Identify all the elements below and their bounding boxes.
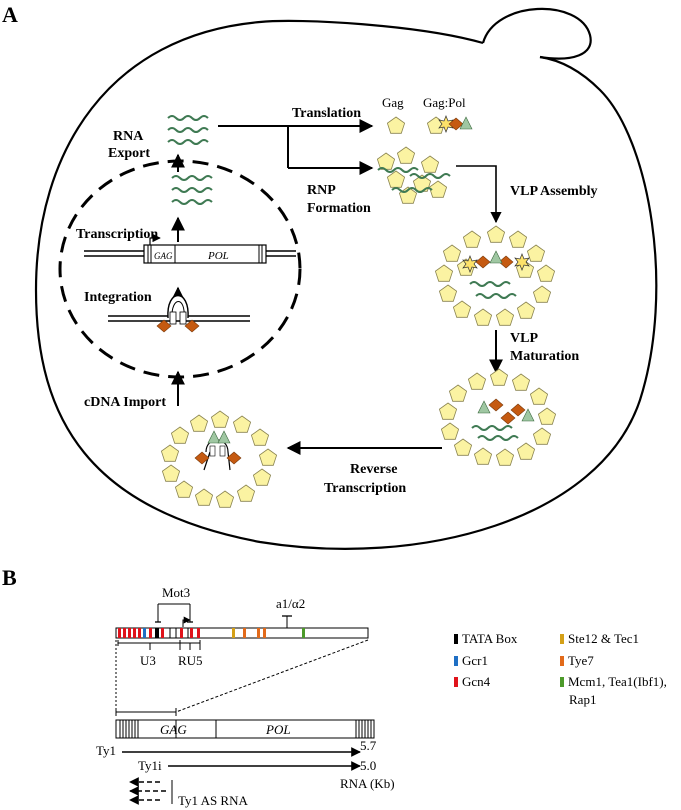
step-translation: Translation xyxy=(292,106,361,121)
zoom-line-right xyxy=(175,639,369,713)
step-vlp-maturation-2: Maturation xyxy=(510,349,579,364)
svg-text:Mcm1, Tea1(Ibf1),: Mcm1, Tea1(Ibf1), xyxy=(568,674,667,689)
mot3-bracket xyxy=(155,603,193,627)
svg-text:Tye7: Tye7 xyxy=(568,653,594,668)
svg-text:TATA Box: TATA Box xyxy=(462,631,518,646)
integration-complex xyxy=(108,294,250,333)
step-integration: Integration xyxy=(84,290,152,305)
rnp-cluster-icon xyxy=(376,146,451,204)
step-cdna-import: cDNA Import xyxy=(84,395,166,410)
translation-rnp-arrows xyxy=(218,119,374,175)
step-vlp-assembly: VLP Assembly xyxy=(510,184,598,199)
u3-ru5-brackets xyxy=(117,640,201,650)
gag-protein-icon xyxy=(386,116,406,134)
gene-pol-label: POL xyxy=(207,250,229,262)
ty1-promoter-region xyxy=(115,627,369,639)
ty1i-transcript-label: Ty1i xyxy=(138,758,162,773)
legend-item-tata-box: TATA Box xyxy=(454,631,518,646)
panel-a-label: A xyxy=(2,2,18,27)
u3-label: U3 xyxy=(140,653,156,668)
ty1i-size-label: 5.0 xyxy=(360,758,376,773)
svg-text:Ste12 & Tec1: Ste12 & Tec1 xyxy=(568,631,639,646)
legend-item-tye7: Tye7 xyxy=(560,653,594,668)
panel-b-label: B xyxy=(2,565,17,590)
step-rna-export-2: Export xyxy=(108,146,150,161)
mot3-label: Mot3 xyxy=(162,585,190,600)
nucleus-dashed-outline xyxy=(58,159,302,379)
legend: TATA Box Gcr1 Gcn4 Ste12 & Tec1 Tye7 Mcm… xyxy=(454,631,667,707)
a1-alpha2-label: a1/α2 xyxy=(276,596,305,611)
mature-vlp-icon xyxy=(438,368,556,466)
step-rnp-1: RNP xyxy=(307,183,336,198)
gagpol-protein-icon xyxy=(426,115,473,134)
a1-alpha2-repressor-mark xyxy=(282,615,292,628)
immature-vlp-icon xyxy=(434,225,555,326)
arrow-vlp-assembly xyxy=(456,165,502,224)
legend-item-rap1: Rap1 xyxy=(569,692,596,707)
antisense-rna-arrows xyxy=(129,777,173,805)
ru5-label: RU5 xyxy=(178,653,203,668)
yeast-cell-outline xyxy=(34,7,658,550)
nuclear-rna-waves xyxy=(171,175,213,205)
gene-gag-label: GAG xyxy=(154,251,173,261)
ty1-transcript-label: Ty1 xyxy=(96,743,116,758)
step-reverse-transcription-1: Reverse xyxy=(350,462,397,477)
step-transcription: Transcription xyxy=(76,227,158,242)
ty1-size-label: 5.7 xyxy=(360,738,377,753)
step-vlp-maturation-1: VLP xyxy=(510,331,538,346)
legend-item-ste12-tec1: Ste12 & Tec1 xyxy=(560,631,639,646)
ty1-element-map xyxy=(115,719,375,739)
legend-item-gcn4: Gcn4 xyxy=(454,674,491,689)
legend-item-gcr1: Gcr1 xyxy=(454,653,488,668)
element-gag-label: GAG xyxy=(160,722,187,737)
exported-rna-waves xyxy=(167,115,209,145)
transcribed-ty1-gene xyxy=(84,233,296,264)
ltr-scale-bar xyxy=(115,708,177,716)
protein-gag-label: Gag xyxy=(382,95,404,110)
cdna-vlp-icon xyxy=(160,410,278,508)
svg-text:Gcn4: Gcn4 xyxy=(462,674,491,689)
as-rna-label: Ty1 AS RNA xyxy=(178,793,248,808)
protein-gagpol-label: Gag:Pol xyxy=(423,95,466,110)
svg-text:Gcr1: Gcr1 xyxy=(462,653,488,668)
legend-item-mcm1: Mcm1, Tea1(Ibf1), xyxy=(560,674,667,689)
step-reverse-transcription-2: Transcription xyxy=(324,481,406,496)
element-pol-label: POL xyxy=(265,722,291,737)
rna-kb-label: RNA (Kb) xyxy=(340,776,395,791)
step-rnp-2: Formation xyxy=(307,201,371,216)
step-rna-export-1: RNA xyxy=(113,129,144,144)
